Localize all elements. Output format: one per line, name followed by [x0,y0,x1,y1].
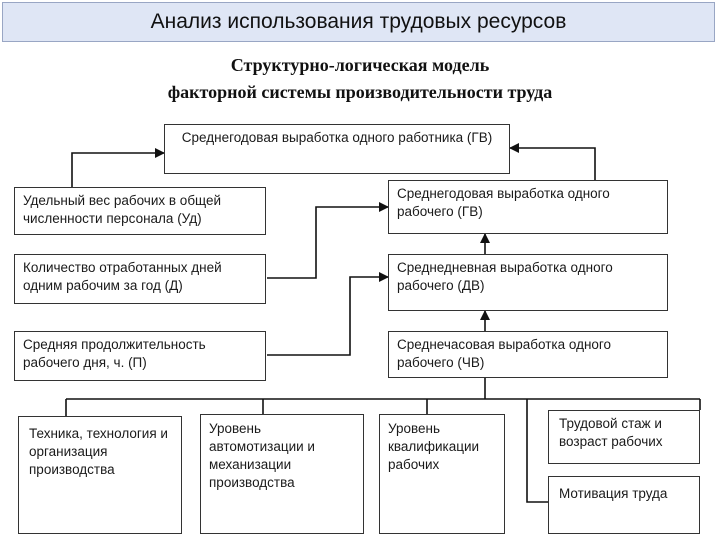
box-motiv: Мотивация труда [548,476,700,534]
box-chv-label: Среднечасовая выработка одного рабочего … [397,337,612,370]
box-p-label: Средняя продолжительность рабочего дня, … [23,337,206,370]
box-gv-worker: Среднегодовая выработка одного работника… [164,124,510,174]
box-qual-label: Уровень квалификации рабочих [388,421,480,472]
slide-header: Анализ использования трудовых ресурсов [2,2,715,42]
box-p: Средняя продолжительность рабочего дня, … [14,331,266,381]
box-dv: Среднедневная выработка одного рабочего … [388,254,668,311]
box-d-label: Количество отработанных дней одним рабоч… [23,260,222,293]
box-ud-label: Удельный вес рабочих в общей численности… [23,193,222,226]
box-gv-rab-label: Среднегодовая выработка одного рабочего … [397,186,610,219]
box-auto: Уровень автомотизации и механизации прои… [200,414,364,534]
box-motiv-label: Мотивация труда [559,486,668,501]
box-tech-label: Техника, технология и организация произв… [29,426,168,477]
box-d: Количество отработанных дней одним рабоч… [14,254,266,304]
box-stazh: Трудовой стаж и возраст рабочих [548,410,700,464]
diagram-title: Структурно-логическая модель факторной с… [0,52,720,106]
slide-title: Анализ использования трудовых ресурсов [150,10,567,33]
box-gv-rab: Среднегодовая выработка одного рабочего … [388,180,668,234]
diagram-title-line2: факторной системы производительности тру… [167,82,553,102]
box-auto-label: Уровень автомотизации и механизации прои… [209,421,315,490]
box-chv: Среднечасовая выработка одного рабочего … [388,331,668,378]
diagram-title-line1: Структурно-логическая модель [230,55,490,75]
box-dv-label: Среднедневная выработка одного рабочего … [397,260,613,293]
box-qual: Уровень квалификации рабочих [379,414,505,534]
box-tech: Техника, технология и организация произв… [18,416,182,534]
box-stazh-label: Трудовой стаж и возраст рабочих [559,416,663,449]
box-gv-worker-label: Среднегодовая выработка одного работника… [181,130,493,145]
box-ud: Удельный вес рабочих в общей численности… [14,187,266,235]
